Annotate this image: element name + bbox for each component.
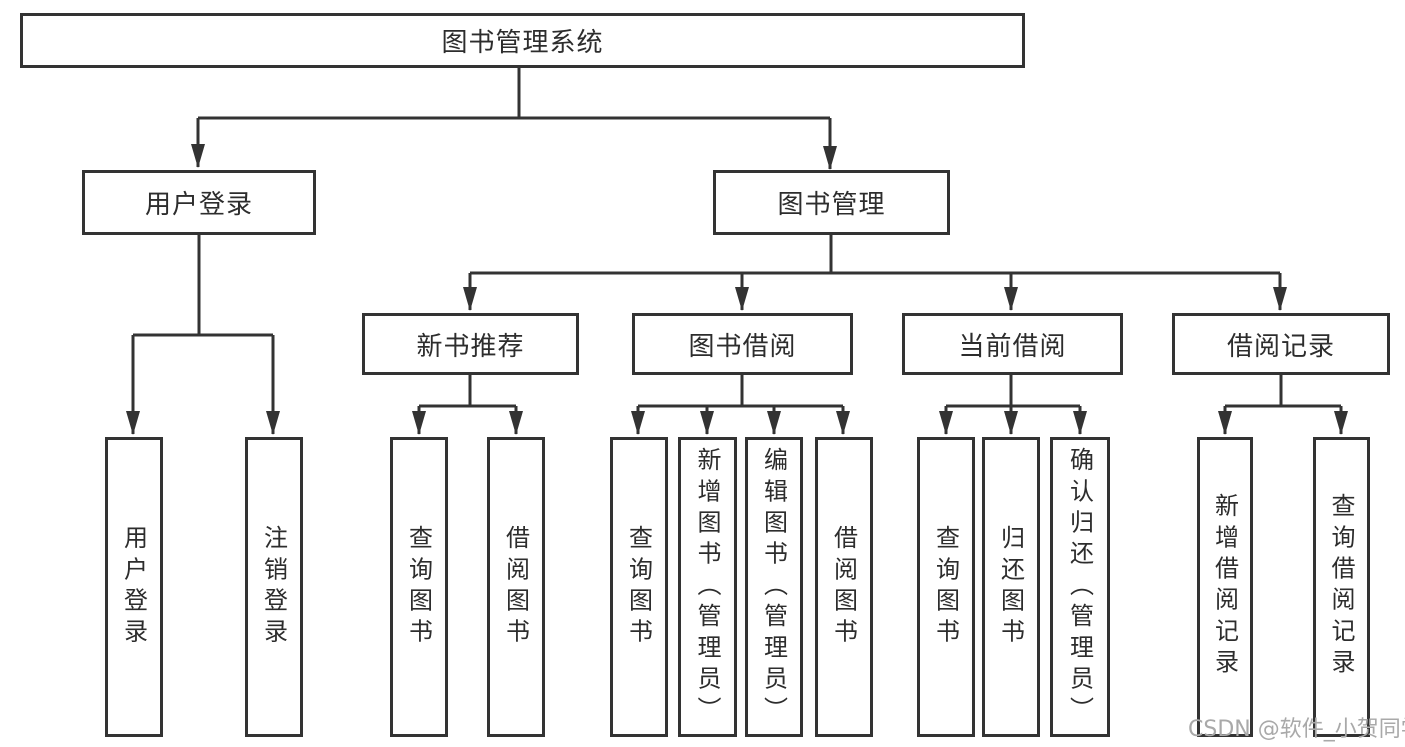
connector-current-children bbox=[939, 375, 1087, 435]
node-label: 新增借阅记录 bbox=[1210, 493, 1239, 681]
node-current-borrow: 当前借阅 bbox=[902, 313, 1123, 375]
node-label: 注销登录 bbox=[259, 524, 288, 650]
node-book-borrow: 图书借阅 bbox=[632, 313, 853, 375]
node-label: 用户登录 bbox=[119, 524, 148, 650]
leaf-logout: 注销登录 bbox=[245, 437, 303, 737]
leaf-query-books: 查询图书 bbox=[390, 437, 448, 737]
node-label: 新书推荐 bbox=[416, 331, 525, 362]
node-label: 图书管理 bbox=[777, 190, 886, 220]
node-label: 查询图书 bbox=[624, 524, 653, 650]
node-label: 借阅图书 bbox=[829, 524, 858, 650]
connector-records-children bbox=[1218, 375, 1348, 435]
node-label: 编辑图书（管理员） bbox=[759, 446, 788, 728]
node-label: 归还图书 bbox=[996, 524, 1025, 650]
node-label: 查询借阅记录 bbox=[1327, 493, 1355, 681]
node-label: 查询图书 bbox=[931, 524, 960, 650]
node-label: 新增图书（管理员） bbox=[693, 446, 721, 728]
node-label: 查询图书 bbox=[404, 524, 433, 650]
node-book-management: 图书管理 bbox=[713, 170, 950, 235]
node-user-login: 用户登录 bbox=[82, 170, 316, 235]
leaf-add-borrow-record: 新增借阅记录 bbox=[1197, 437, 1253, 737]
node-label: 图书借阅 bbox=[688, 331, 797, 362]
connector-borrow-children bbox=[631, 375, 850, 435]
leaf-query-borrow-record: 查询借阅记录 bbox=[1313, 437, 1370, 737]
connector-root-to-level2 bbox=[191, 68, 837, 170]
csdn-watermark: CSDN @软件_小贺同学 bbox=[1188, 717, 1405, 742]
node-borrow-records: 借阅记录 bbox=[1172, 313, 1390, 375]
leaf-query-books: 查询图书 bbox=[610, 437, 668, 737]
leaf-user-login: 用户登录 bbox=[105, 437, 163, 737]
node-label: 借阅记录 bbox=[1226, 331, 1335, 362]
node-new-book-recommend: 新书推荐 bbox=[362, 313, 579, 375]
node-library-management-system: 图书管理系统 bbox=[20, 13, 1025, 68]
node-label: 借阅图书 bbox=[501, 524, 530, 650]
node-label: 用户登录 bbox=[144, 190, 253, 220]
leaf-borrow-books: 借阅图书 bbox=[487, 437, 545, 737]
leaf-confirm-return-admin: 确认归还（管理员） bbox=[1050, 437, 1110, 737]
node-label: 图书管理系统 bbox=[441, 28, 604, 58]
leaf-borrow-books: 借阅图书 bbox=[815, 437, 873, 737]
connector-book-management-to-level3 bbox=[463, 235, 1287, 311]
leaf-query-books: 查询图书 bbox=[917, 437, 975, 737]
leaf-edit-book-admin: 编辑图书（管理员） bbox=[745, 437, 803, 737]
connector-recommend-children bbox=[412, 375, 523, 435]
node-label: 当前借阅 bbox=[958, 331, 1067, 362]
connector-user-login-children bbox=[126, 235, 280, 435]
leaf-return-books: 归还图书 bbox=[982, 437, 1040, 737]
leaf-add-book-admin: 新增图书（管理员） bbox=[678, 437, 737, 737]
node-label: 确认归还（管理员） bbox=[1065, 446, 1094, 728]
